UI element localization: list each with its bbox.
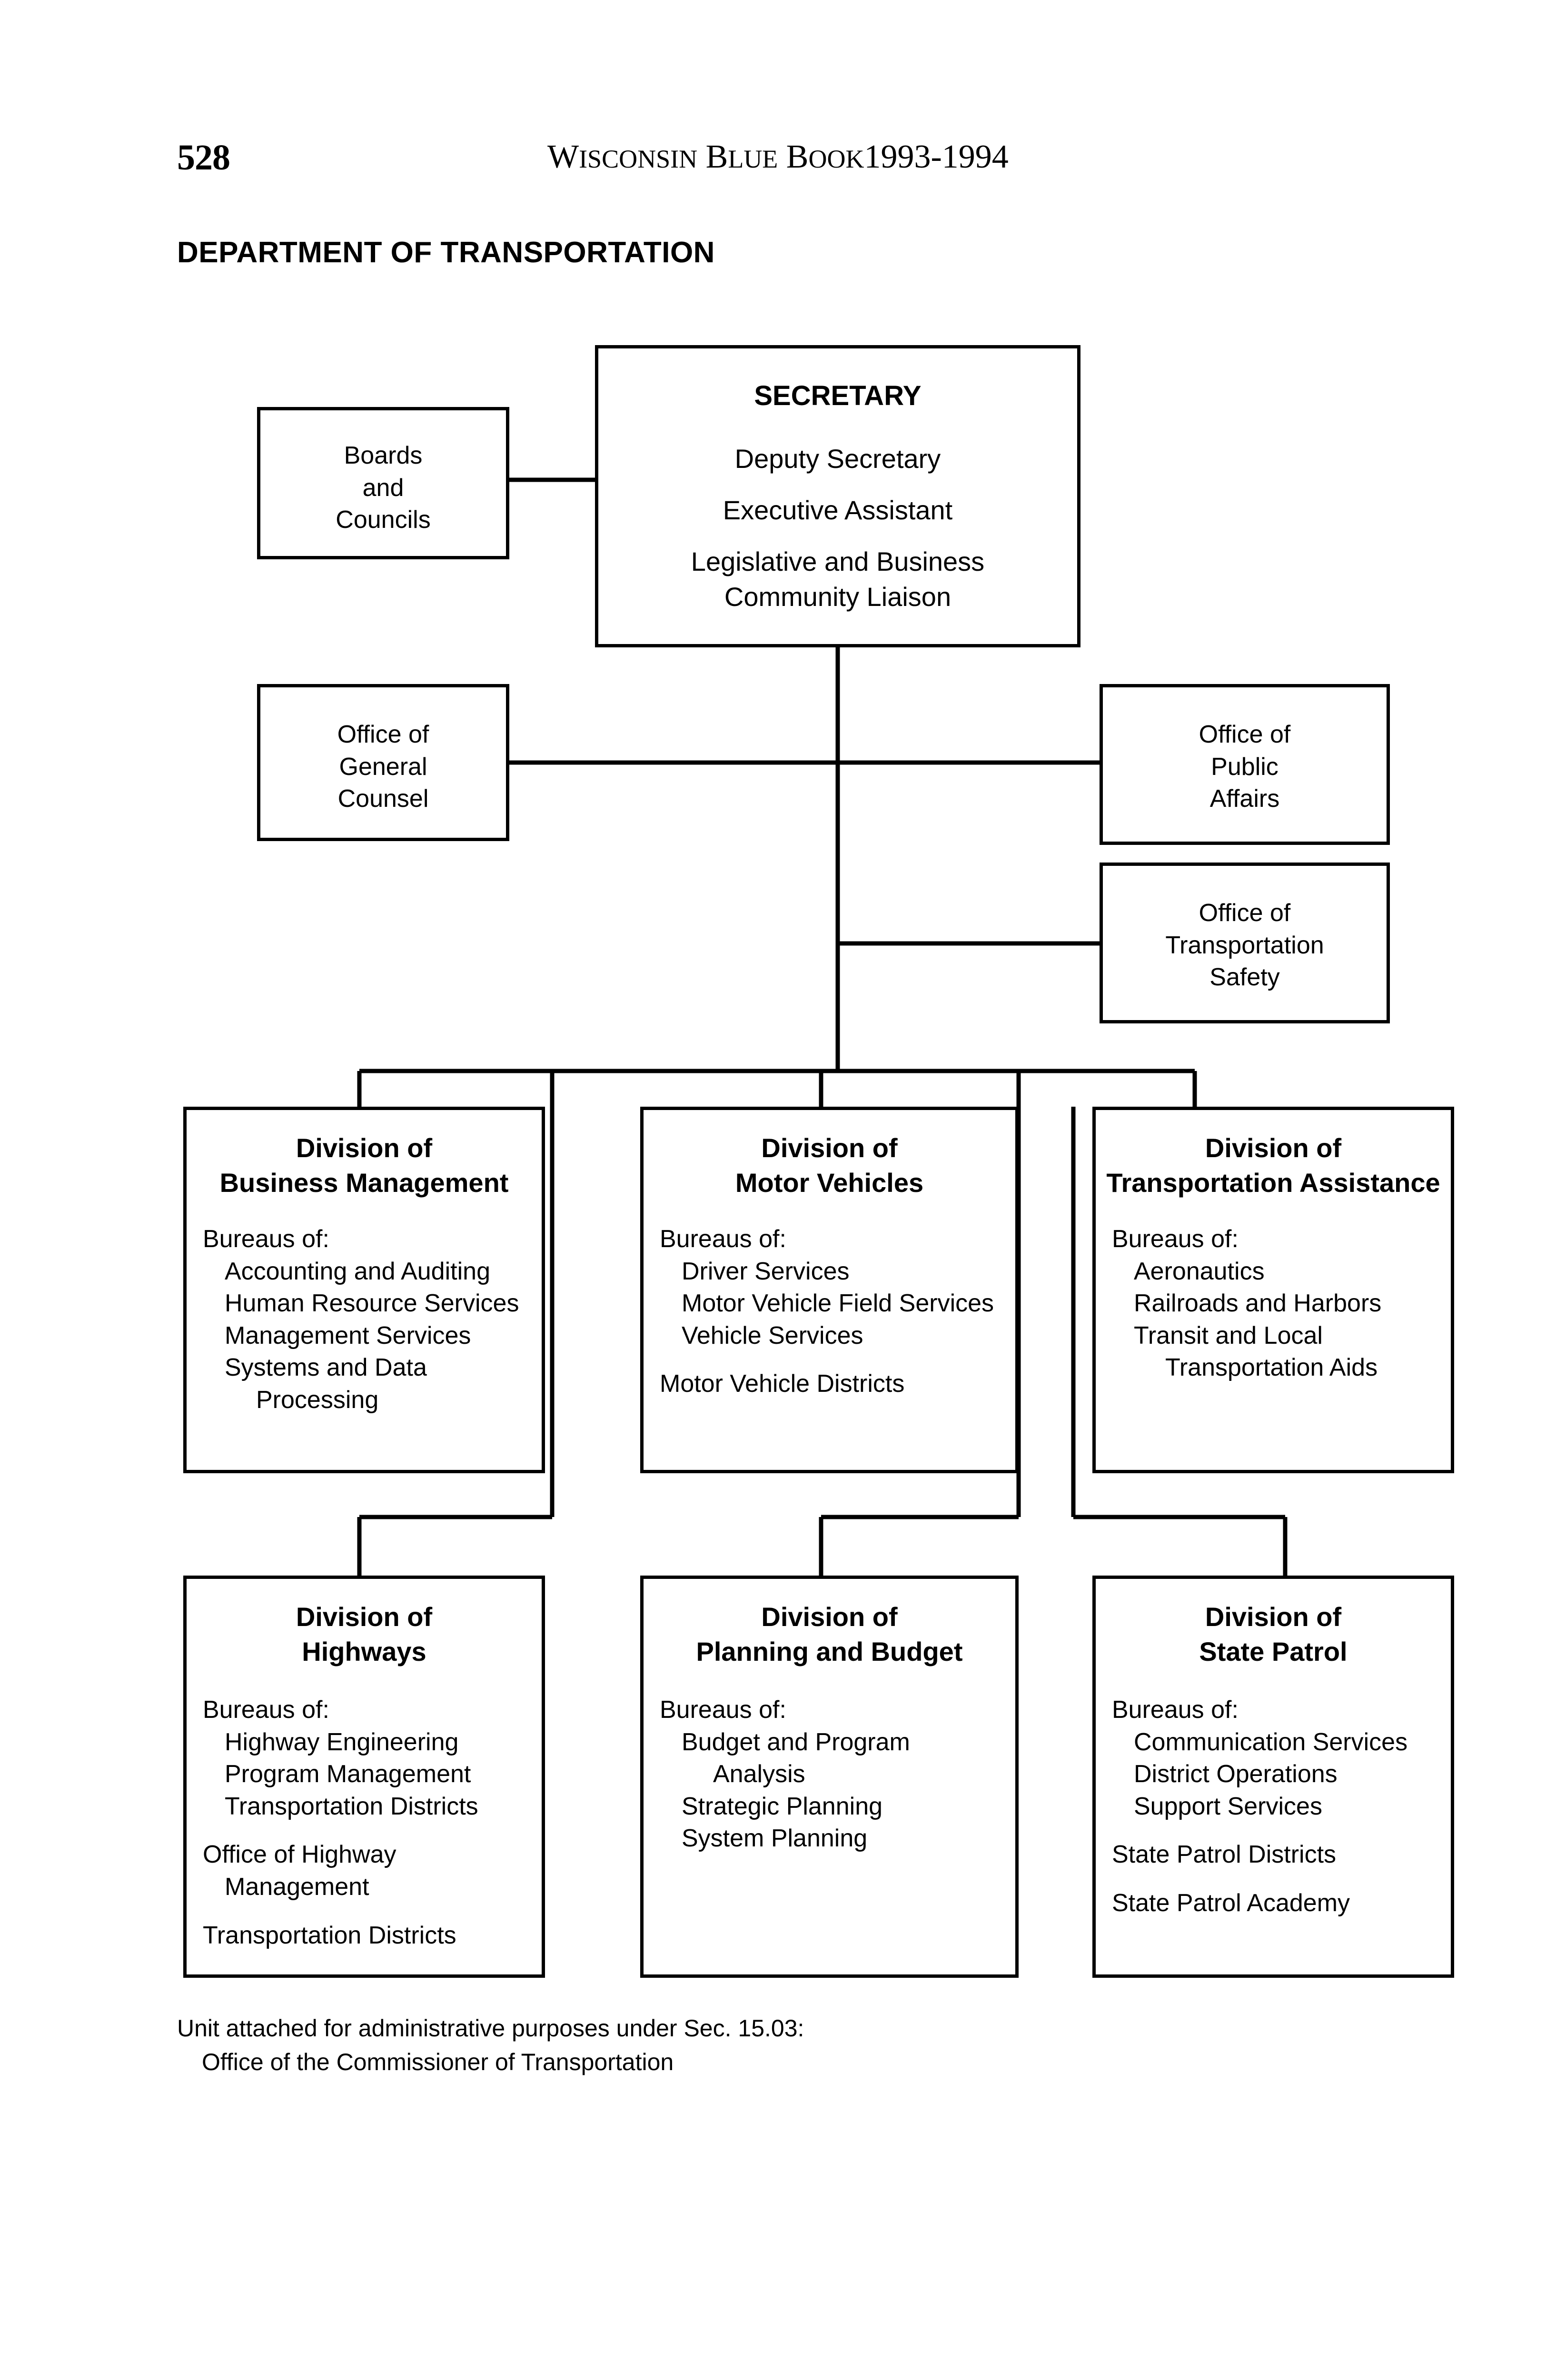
running-head-ook: OOK xyxy=(808,145,864,173)
public-affairs-line2: Public xyxy=(1211,753,1278,781)
transportation-safety-line1: Office of xyxy=(1199,899,1291,927)
bm-bureaus-label: Bureaus of: xyxy=(203,1225,329,1253)
mv-bureaus-label: Bureaus of: xyxy=(660,1225,786,1253)
mv-bureau-3: Vehicle Services xyxy=(682,1321,863,1349)
pb-bureau-4: System Planning xyxy=(682,1825,868,1853)
ta-bureau-3: Transit and Local xyxy=(1134,1321,1323,1349)
sp-extra-2: State Patrol Academy xyxy=(1112,1889,1350,1917)
running-head-lue: LUE xyxy=(728,145,778,173)
running-head-years: 1993-1994 xyxy=(864,139,1009,175)
node-division-highways[interactable]: Division of Highways Bureaus of: Highway… xyxy=(183,1576,545,1978)
ta-bureau-3-wrap: Transportation Aids xyxy=(1165,1354,1378,1382)
running-head: WISCONSIN BLUE BOOK1993-1994 xyxy=(547,138,1009,176)
bm-bureau-3: Management Services xyxy=(225,1321,471,1349)
hw-office-line2: Management xyxy=(225,1873,369,1901)
hw-bureau-1: Highway Engineering xyxy=(225,1728,459,1756)
hw-bureaus-label: Bureaus of: xyxy=(203,1696,329,1724)
running-head-isconsin: ISCONSIN xyxy=(579,145,698,173)
node-office-of-public-affairs[interactable]: Office of Public Affairs xyxy=(1100,684,1390,845)
bm-bureau-4-wrap: Processing xyxy=(256,1386,379,1414)
sp-bureau-1: Communication Services xyxy=(1134,1728,1408,1756)
secretary-liaison-line1: Legislative and Business xyxy=(691,546,985,577)
bm-bureau-1: Accounting and Auditing xyxy=(225,1257,490,1285)
hw-bureau-3: Transportation Districts xyxy=(225,1792,478,1820)
bm-bureau-2: Human Resource Services xyxy=(225,1289,519,1318)
node-division-business-management[interactable]: Division of Business Management Bureaus … xyxy=(183,1107,545,1473)
general-counsel-line1: Office of xyxy=(337,721,429,748)
pb-title-line1: Division of xyxy=(761,1602,898,1632)
bm-title-line2: Business Management xyxy=(219,1167,509,1198)
mv-bureau-1: Driver Services xyxy=(682,1257,850,1285)
general-counsel-line2: General xyxy=(339,753,427,781)
hw-bureau-2: Program Management xyxy=(225,1760,471,1788)
ta-bureaus-label: Bureaus of: xyxy=(1112,1225,1239,1253)
hw-office-line1: Office of Highway xyxy=(203,1841,396,1869)
transportation-safety-line2: Transportation xyxy=(1165,931,1324,959)
ta-bureau-1: Aeronautics xyxy=(1134,1257,1265,1285)
sp-title-line1: Division of xyxy=(1205,1602,1342,1632)
mv-bureau-2: Motor Vehicle Field Services xyxy=(682,1289,994,1318)
public-affairs-line3: Affairs xyxy=(1209,785,1280,813)
sp-bureaus-label: Bureaus of: xyxy=(1112,1696,1239,1724)
node-office-of-general-counsel[interactable]: Office of General Counsel xyxy=(257,684,509,841)
node-secretary[interactable]: SECRETARY Deputy Secretary Executive Ass… xyxy=(595,345,1080,647)
node-division-motor-vehicles[interactable]: Division of Motor Vehicles Bureaus of: D… xyxy=(640,1107,1019,1473)
node-boards-and-councils[interactable]: Boards and Councils xyxy=(257,407,509,559)
general-counsel-line3: Counsel xyxy=(337,785,429,813)
footnote: Unit attached for administrative purpose… xyxy=(177,2012,804,2079)
mv-extra-1: Motor Vehicle Districts xyxy=(660,1370,905,1398)
secretary-title: SECRETARY xyxy=(754,380,922,411)
boards-line2: and xyxy=(362,474,404,502)
transportation-safety-line3: Safety xyxy=(1209,963,1280,992)
footnote-line2: Office of the Commissioner of Transporta… xyxy=(202,2049,674,2075)
boards-line1: Boards xyxy=(344,442,423,469)
node-division-state-patrol[interactable]: Division of State Patrol Bureaus of: Com… xyxy=(1092,1576,1454,1978)
node-division-transportation-assistance[interactable]: Division of Transportation Assistance Bu… xyxy=(1092,1107,1454,1473)
boards-line3: Councils xyxy=(336,506,431,534)
pb-bureaus-label: Bureaus of: xyxy=(660,1696,786,1724)
mv-title-line1: Division of xyxy=(761,1133,898,1163)
node-office-of-transportation-safety[interactable]: Office of Transportation Safety xyxy=(1100,863,1390,1023)
secretary-exec-assistant: Executive Assistant xyxy=(723,495,953,526)
secretary-liaison-line2: Community Liaison xyxy=(724,582,951,612)
secretary-deputy: Deputy Secretary xyxy=(734,444,941,474)
ta-title-line1: Division of xyxy=(1205,1133,1342,1163)
hw-title-line2: Highways xyxy=(302,1636,426,1666)
pb-title-line2: Planning and Budget xyxy=(696,1636,963,1666)
running-head-w: W xyxy=(547,139,579,175)
pb-bureau-1: Budget and Program xyxy=(682,1728,910,1756)
pb-bureau-3: Strategic Planning xyxy=(682,1792,883,1820)
running-head-b1: B xyxy=(697,139,728,175)
pb-bureau-2: Analysis xyxy=(713,1760,805,1788)
public-affairs-line1: Office of xyxy=(1199,721,1291,748)
sp-bureau-3: Support Services xyxy=(1134,1792,1322,1820)
footnote-line1: Unit attached for administrative purpose… xyxy=(177,2015,804,2042)
bm-bureau-4: Systems and Data xyxy=(225,1354,427,1382)
running-head-b2: B xyxy=(778,139,809,175)
node-division-planning-and-budget[interactable]: Division of Planning and Budget Bureaus … xyxy=(640,1576,1019,1978)
sp-extra-1: State Patrol Districts xyxy=(1112,1841,1337,1869)
ta-title-line2: Transportation Assistance xyxy=(1106,1167,1440,1198)
mv-title-line2: Motor Vehicles xyxy=(735,1167,924,1198)
page-title: DEPARTMENT OF TRANSPORTATION xyxy=(177,236,715,269)
ta-bureau-2: Railroads and Harbors xyxy=(1134,1289,1382,1318)
page-number: 528 xyxy=(177,138,230,178)
hw-extra-1: Transportation Districts xyxy=(203,1921,456,1949)
bm-title-line1: Division of xyxy=(296,1133,433,1163)
sp-bureau-2: District Operations xyxy=(1134,1760,1338,1788)
sp-title-line2: State Patrol xyxy=(1199,1636,1348,1666)
hw-title-line1: Division of xyxy=(296,1602,433,1632)
